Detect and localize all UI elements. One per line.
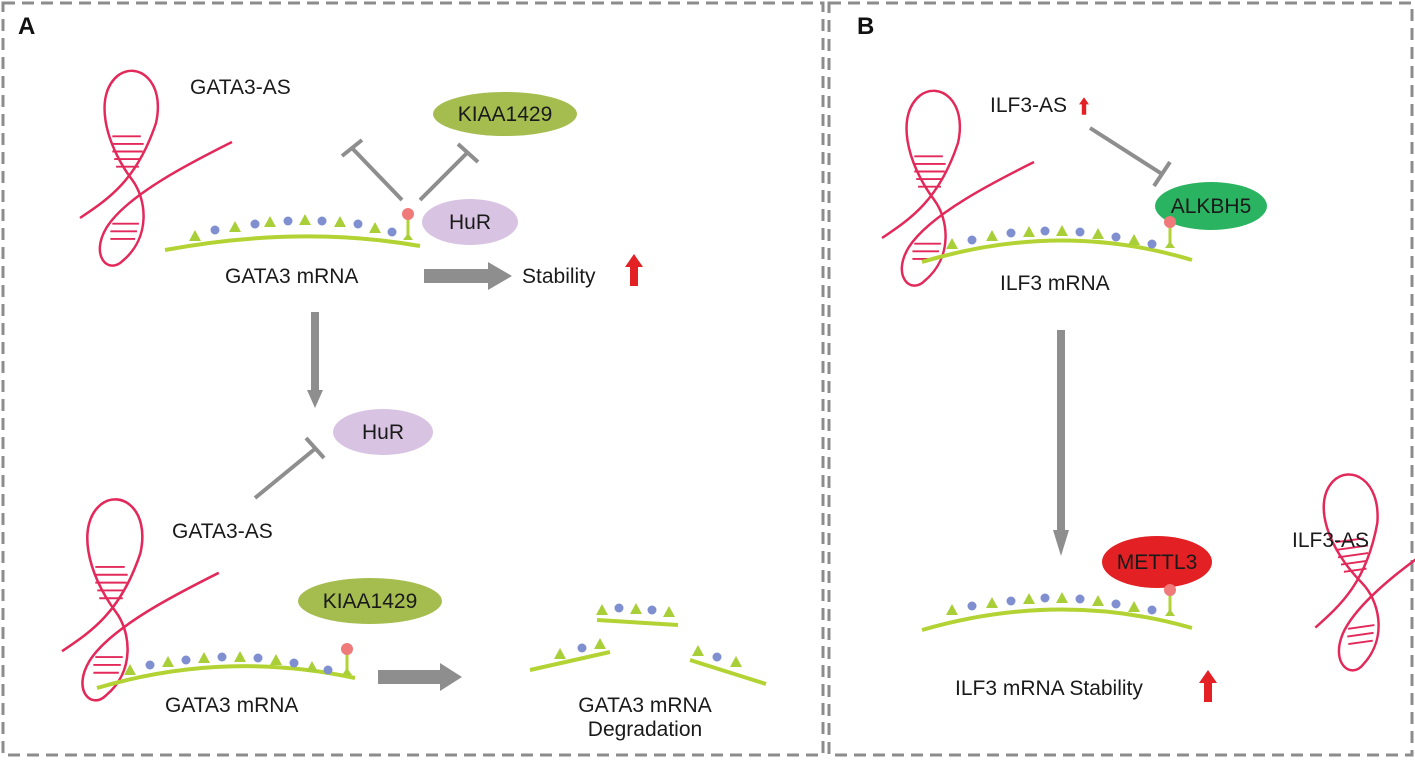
ilf3-mrna-strand-top xyxy=(921,238,1193,264)
kiaa1429-top xyxy=(433,92,577,136)
stability-label: Stability xyxy=(522,265,596,288)
m6a-site-top xyxy=(400,206,416,242)
ilf3-as-label-top: ILF3-AS xyxy=(990,94,1067,117)
ilf3-as-up-arrow xyxy=(1079,97,1089,115)
alkbh5-label: ALKBH5 xyxy=(1171,195,1252,218)
ilf3-as-lncrna-right xyxy=(1293,459,1415,676)
mrna-modifications-bottom xyxy=(124,651,333,675)
hur-label-top: HuR xyxy=(449,211,491,234)
gata3-as-lncrna-top xyxy=(78,69,234,267)
gata3-mrna-strand-bottom xyxy=(96,664,356,690)
inhibition-to-gata3-as xyxy=(340,138,404,202)
panel-b-border xyxy=(827,1,1414,757)
kiaa1429-label-top: KIAA1429 xyxy=(458,103,553,126)
alkbh5-enzyme xyxy=(1155,182,1267,230)
mettl3-enzyme xyxy=(1102,536,1212,588)
degradation-label-line2: Degradation xyxy=(588,718,702,741)
arrow-to-stability xyxy=(424,262,512,290)
m6a-site-bottom xyxy=(339,641,355,677)
ilf3-m6a-site-top xyxy=(1162,214,1178,250)
arrow-down-a xyxy=(307,312,323,408)
kiaa1429-bottom xyxy=(298,578,442,624)
gata3-mrna-label-top: GATA3 mRNA xyxy=(225,265,358,288)
degradation-label-line1: GATA3 mRNA xyxy=(578,694,711,717)
ilf3-m6a-site-bottom xyxy=(1162,582,1178,618)
inhibition-to-hur xyxy=(253,436,326,500)
panel-b-label: B xyxy=(857,13,874,40)
stability-up-arrow xyxy=(625,254,643,286)
gata3-mrna-strand-top xyxy=(164,234,421,252)
ilf3-stability-up-arrow xyxy=(1199,670,1217,702)
arrow-to-degradation xyxy=(378,663,462,691)
panel-a-border xyxy=(1,1,825,757)
arrow-down-b xyxy=(1053,330,1069,556)
inhibition-to-kiaa1429 xyxy=(418,142,480,202)
ilf3-mrna-strand-bottom xyxy=(921,607,1193,632)
gata3-mrna-label-bottom: GATA3 mRNA xyxy=(165,694,298,717)
mettl3-label: METTL3 xyxy=(1117,551,1198,574)
ilf3-as-label-right: ILF3-AS xyxy=(1292,529,1369,552)
hur-top xyxy=(422,199,518,245)
kiaa1429-label-bottom: KIAA1429 xyxy=(323,590,418,613)
panel-a-label: A xyxy=(18,13,35,40)
gata3-as-label-bottom: GATA3-AS xyxy=(172,520,273,543)
ilf3-stability-label: ILF3 mRNA Stability xyxy=(955,677,1143,700)
ilf3-mrna-label: ILF3 mRNA xyxy=(1000,272,1110,295)
gata3-as-label-top: GATA3-AS xyxy=(190,76,291,99)
inhibition-to-alkbh5 xyxy=(1088,126,1172,188)
hur-label-bottom: HuR xyxy=(362,421,404,444)
ilf3-as-lncrna-top xyxy=(880,89,1036,287)
hur-bottom xyxy=(333,409,433,455)
degraded-mrna-fragments xyxy=(529,603,767,686)
